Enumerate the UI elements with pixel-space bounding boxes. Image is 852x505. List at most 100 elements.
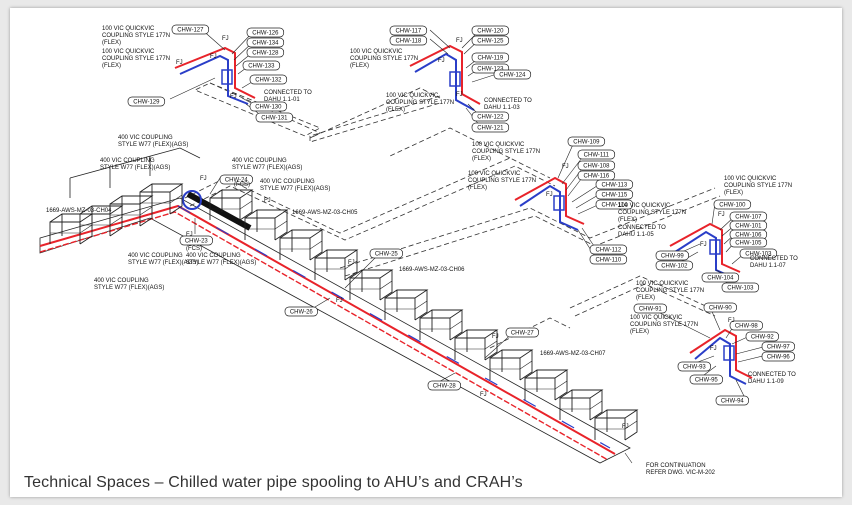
chw-tag: CHW-117 (389, 25, 428, 36)
note-vic177-line1: 100 VIC QUICKVIC (472, 142, 525, 148)
note-vic177-line2: COUPLING STYLE 177N (618, 210, 686, 216)
chw-tag: CHW-93 (677, 361, 711, 372)
chw-tag: CHW-133 (242, 60, 281, 71)
chw-tag: CHW-94 (715, 395, 749, 406)
note-continuation-2: REFER DWG. VIC-M-202 (646, 470, 716, 476)
note-line-ch04: 1669-AWS-MZ-03-CH04 (46, 208, 112, 214)
chw-tag-label: CHW-110 (595, 258, 621, 264)
chw-tag-box (179, 235, 213, 246)
chw-tag-box (729, 320, 763, 331)
chw-tag-label: CHW-25 (375, 252, 399, 258)
note-line-ch05: 1669-AWS-MZ-03-CH05 (292, 210, 358, 216)
chw-tag: CHW-126 (246, 27, 285, 38)
note-vic177-line2: COUPLING STYLE 177N (350, 56, 418, 62)
note-fj: FJ (456, 38, 463, 44)
note-fj: FJ (718, 212, 725, 218)
chw-tag: CHW-101 (729, 220, 768, 231)
chw-tag-label: CHW-108 (583, 164, 610, 170)
note-vic400-line1: 400 VIC COUPLING (118, 135, 173, 141)
note-vic400-line1: 400 VIC COUPLING (100, 158, 155, 164)
note-vic400-line1: 400 VIC COUPLING (232, 158, 287, 164)
chw-tag: CHW-24 (219, 174, 253, 185)
note-flex: (FLEX) (618, 217, 637, 223)
chw-tag-label: CHW-106 (735, 233, 762, 239)
chw-tag-box (471, 25, 510, 36)
note-vic177-line1: 100 VIC QUICKVIC (350, 49, 403, 55)
chw-tag-box (219, 174, 253, 185)
chw-tag-label: CHW-112 (595, 248, 621, 254)
chw-tag: CHW-116 (577, 170, 616, 181)
isometric-pipe-drawing: CHW-127CHW-126CHW-134CHW-128CHW-133CHW-1… (39, 24, 798, 476)
chw-tag-label: CHW-90 (709, 306, 733, 312)
note-connected: CONNECTED TO (748, 372, 796, 378)
chw-tag: CHW-25 (369, 248, 403, 259)
note-vic400-line2: STYLE W77 (FLEX)(AGS) (128, 260, 198, 266)
chw-tag-label: CHW-93 (683, 365, 707, 371)
chw-tag: CHW-97 (761, 341, 795, 352)
chw-tag-box (589, 244, 628, 255)
chw-tag-label: CHW-26 (290, 310, 314, 316)
main-pipe-trench (39, 147, 638, 464)
note-line-ch06: 1669-AWS-MZ-03-CH06 (399, 267, 465, 273)
branch-cluster-dahu-109 (689, 328, 753, 385)
chw-tag-box (505, 327, 539, 338)
chw-tag-label: CHW-120 (477, 29, 504, 35)
note-fj: FJ (230, 94, 237, 100)
note-vic177-line1: 100 VIC QUICKVIC (102, 49, 155, 55)
figure-caption: Technical Spaces – Chilled water pipe sp… (24, 474, 523, 491)
chw-tag-label: CHW-96 (767, 355, 791, 361)
chw-tag-label: CHW-126 (252, 31, 279, 37)
note-fj: FJ (710, 346, 717, 352)
note-vic177-line2: COUPLING STYLE 177N (102, 33, 170, 39)
chw-tag-label: CHW-125 (477, 39, 504, 45)
chw-tag: CHW-111 (577, 149, 616, 160)
note-dahu-109: DAHU 1.1-09 (748, 379, 784, 385)
chw-tag: CHW-91 (633, 303, 667, 314)
chw-tag-label: CHW-91 (639, 307, 663, 313)
chw-tag-label: CHW-98 (735, 324, 759, 330)
note-fj: FJ (728, 318, 735, 324)
note-vic400-line1: 400 VIC COUPLING (186, 253, 241, 259)
chw-tag-box (595, 199, 634, 210)
chw-tag-label: CHW-132 (255, 78, 282, 84)
chw-tag-box (761, 341, 795, 352)
chw-tag: CHW-131 (255, 112, 294, 123)
note-fj: FJ (492, 334, 499, 340)
chw-tag-box (471, 111, 510, 122)
chw-tag: CHW-129 (127, 96, 166, 107)
note-dahu-105: DAHU 1.1-05 (618, 232, 654, 238)
chw-tag-box (633, 303, 667, 314)
note-fj: FJ (186, 232, 193, 238)
note-vic177-line1: 100 VIC QUICKVIC (618, 203, 671, 209)
chw-tag-box (249, 101, 288, 112)
note-vic400-line3: STYLE W77 (FLEX)(AGS) (186, 260, 256, 266)
chw-tag-box (471, 122, 510, 133)
chw-tag-label: CHW-100 (719, 203, 746, 209)
chw-tag-label: CHW-116 (583, 174, 609, 180)
chw-tag-box (595, 189, 634, 200)
chw-tag: CHW-113 (595, 179, 634, 190)
chw-tag: CHW-103 (721, 282, 760, 293)
note-flex: (FLEX) (636, 295, 655, 301)
chw-tag: CHW-109 (567, 136, 606, 147)
chw-tag-label: CHW-134 (252, 41, 279, 47)
chw-tag-label: CHW-131 (261, 116, 288, 122)
note-fj: FJ (210, 54, 217, 60)
note-vic177-line1: 100 VIC QUICKVIC (724, 176, 777, 182)
chw-tag-box (595, 179, 634, 190)
note-vic177-line2: COUPLING STYLE 177N (630, 322, 698, 328)
chw-tag-label: CHW-105 (735, 241, 762, 247)
chw-tag-box (739, 248, 778, 259)
chw-tag-label: CHW-23 (185, 239, 209, 245)
note-fj: FJ (546, 192, 553, 198)
chw-tag-label: CHW-101 (735, 224, 762, 230)
note-dahu-103: DAHU 1.1-03 (484, 105, 520, 111)
chw-tag-box (589, 254, 628, 265)
chw-tag-label: CHW-123 (477, 67, 504, 73)
chw-tag-label: CHW-104 (707, 276, 734, 282)
branch-cluster-dahu-103 (409, 44, 481, 111)
chw-tag-label: CHW-28 (433, 384, 457, 390)
note-fj: FJ (348, 260, 355, 266)
note-vic400-line1: 400 VIC COUPLING (128, 253, 183, 259)
